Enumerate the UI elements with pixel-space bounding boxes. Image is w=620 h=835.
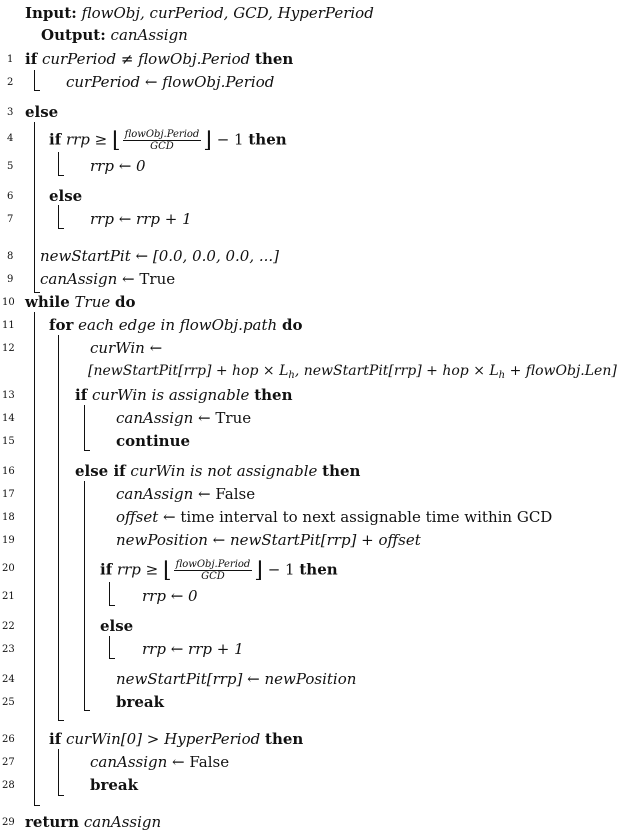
line-number: 1 xyxy=(7,54,14,65)
block-rule xyxy=(34,805,40,806)
block-rule xyxy=(84,450,90,451)
line-number: 19 xyxy=(2,535,15,546)
block-rule xyxy=(109,605,115,606)
block-rule xyxy=(34,122,35,292)
block-rule xyxy=(109,636,110,658)
block-rule xyxy=(58,720,64,721)
block-rule xyxy=(58,795,64,796)
block-rule xyxy=(58,152,59,175)
block-rule xyxy=(84,481,85,710)
code-line-9: canAssign ← True xyxy=(40,270,176,288)
block-rule xyxy=(58,205,59,228)
output-line: Output: canAssign xyxy=(41,26,188,44)
line-number: 22 xyxy=(2,621,15,632)
code-line-11: for each edge in flowObj.path do xyxy=(49,316,303,334)
line-number: 7 xyxy=(7,214,14,225)
input-label: Input: xyxy=(25,4,77,22)
code-line-7: rrp ← rrp + 1 xyxy=(90,210,192,228)
line-number: 8 xyxy=(7,251,14,262)
input-line: Input: flowObj, curPeriod, GCD, HyperPer… xyxy=(25,4,374,22)
code-line-12b: [newStartPit[rrp] + hop × Lh, newStartPi… xyxy=(88,363,617,381)
code-line-22: else xyxy=(100,617,134,635)
line-number: 10 xyxy=(2,297,15,308)
block-rule xyxy=(34,312,35,805)
block-rule xyxy=(58,175,64,176)
line-number: 18 xyxy=(2,512,15,523)
line-number: 24 xyxy=(2,674,15,685)
code-line-12a: curWin ← xyxy=(90,339,163,357)
line-number: 11 xyxy=(2,320,15,331)
line-number: 9 xyxy=(7,274,14,285)
code-line-25: break xyxy=(116,693,165,711)
output-label: Output: xyxy=(41,26,106,44)
block-rule xyxy=(34,90,40,91)
line-number: 17 xyxy=(2,489,15,500)
line-number: 23 xyxy=(2,644,15,655)
block-rule xyxy=(34,292,40,293)
code-line-21: rrp ← 0 xyxy=(142,587,198,605)
block-rule xyxy=(58,228,64,229)
code-line-19: newPosition ← newStartPit[rrp] + offset xyxy=(116,531,421,549)
line-number: 25 xyxy=(2,697,15,708)
line-number: 4 xyxy=(7,133,14,144)
line-number: 3 xyxy=(7,107,14,118)
line-number: 6 xyxy=(7,191,14,202)
code-line-3: else xyxy=(25,103,59,121)
block-rule xyxy=(84,710,90,711)
block-rule xyxy=(84,405,85,450)
line-number: 2 xyxy=(7,77,14,88)
line-number: 16 xyxy=(2,466,15,477)
block-rule xyxy=(34,70,35,90)
code-line-24: newStartPit[rrp] ← newPosition xyxy=(116,670,357,688)
code-line-16: else if curWin is not assignable then xyxy=(75,462,361,480)
code-line-5: rrp ← 0 xyxy=(90,157,146,175)
line-number: 5 xyxy=(7,161,14,172)
line-number: 12 xyxy=(2,343,15,354)
block-rule xyxy=(109,582,110,605)
code-line-13: if curWin is assignable then xyxy=(75,386,293,404)
code-line-18: offset ← time interval to next assignabl… xyxy=(116,508,553,526)
input-vars: flowObj, curPeriod, GCD, HyperPeriod xyxy=(81,4,374,22)
code-line-1: if curPeriod ≠ flowObj.Period then xyxy=(25,50,294,68)
line-number: 27 xyxy=(2,757,15,768)
code-line-2: curPeriod ← flowObj.Period xyxy=(66,73,275,91)
code-line-17: canAssign ← False xyxy=(116,485,256,503)
line-number: 26 xyxy=(2,734,15,745)
line-number: 15 xyxy=(2,436,15,447)
code-line-23: rrp ← rrp + 1 xyxy=(142,640,244,658)
code-line-28: break xyxy=(90,776,139,794)
code-line-15: continue xyxy=(116,432,191,450)
code-line-29: return canAssign xyxy=(25,813,162,831)
block-rule xyxy=(109,658,115,659)
code-line-6: else xyxy=(49,187,83,205)
code-line-8: newStartPit ← [0.0, 0.0, 0.0, ...] xyxy=(40,247,280,265)
line-number: 14 xyxy=(2,413,15,424)
line-number: 20 xyxy=(2,563,15,574)
block-rule xyxy=(58,335,59,720)
code-line-10: while True do xyxy=(25,293,136,311)
output-vars: canAssign xyxy=(110,26,188,44)
line-number: 13 xyxy=(2,390,15,401)
code-line-26: if curWin[0] > HyperPeriod then xyxy=(49,730,304,748)
code-line-14: canAssign ← True xyxy=(116,409,252,427)
block-rule xyxy=(58,749,59,795)
code-line-27: canAssign ← False xyxy=(90,753,230,771)
line-number: 29 xyxy=(2,817,15,828)
line-number: 21 xyxy=(2,591,15,602)
line-number: 28 xyxy=(2,780,15,791)
